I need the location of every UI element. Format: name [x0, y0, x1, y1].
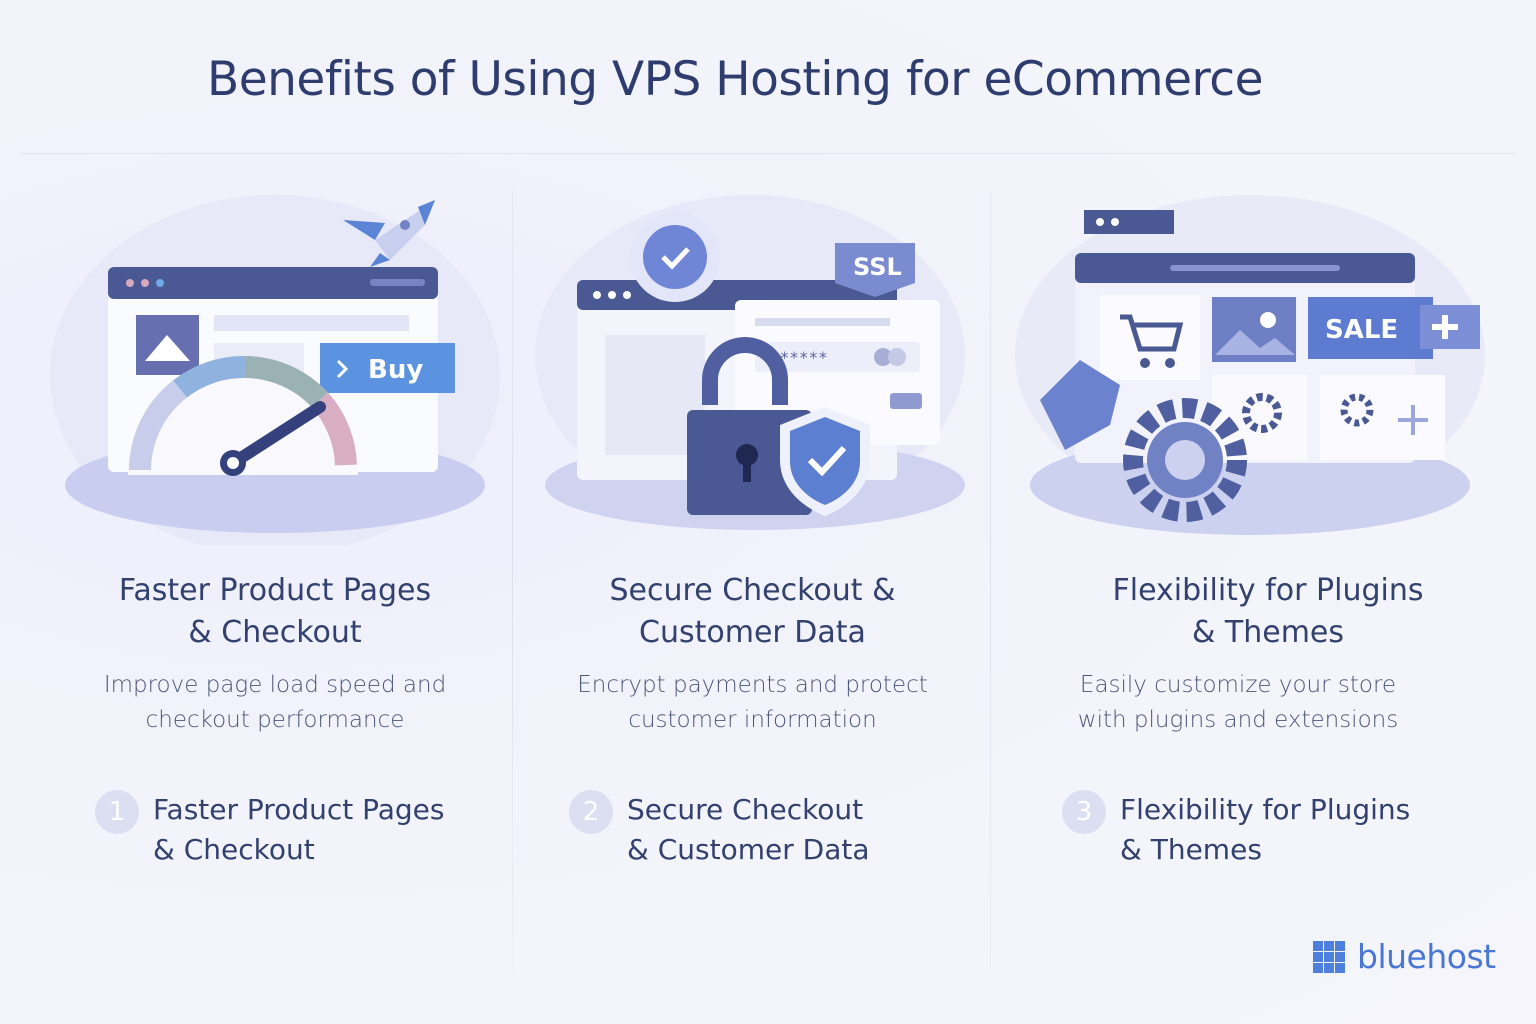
benefit-description-line2: with plugins and extensions	[1077, 707, 1399, 733]
benefit-description: Encrypt payments and protect	[577, 672, 928, 698]
benefit-card-plugins: SALE Flexibility for Plugins & Themes Eas…	[1000, 0, 1536, 1024]
bluehost-logo: bluehost	[1313, 937, 1496, 976]
step-item: 2 Secure Checkout & Customer Data	[569, 790, 870, 870]
brand-name: bluehost	[1357, 937, 1496, 976]
step-number: 3	[1062, 790, 1106, 834]
ssl-label: SSL	[853, 253, 902, 281]
benefit-heading: Secure Checkout &	[609, 573, 896, 608]
benefit-heading: Faster Product Pages	[118, 573, 432, 608]
step-title-line2: & Customer Data	[627, 833, 870, 866]
benefit-description: Easily customize your store	[1079, 672, 1397, 698]
grid-logo-icon	[1313, 940, 1345, 973]
benefit-description-line2: customer information	[628, 707, 877, 733]
benefit-heading-line2: & Checkout	[188, 615, 362, 650]
puzzle-icon	[1040, 360, 1120, 450]
buy-label: Buy	[368, 355, 423, 385]
page-title: Benefits of Using VPS Hosting for eComme…	[206, 52, 1264, 107]
step-title-line2: & Checkout	[153, 833, 315, 866]
cart-icon	[1100, 295, 1200, 380]
column-divider	[512, 190, 513, 970]
benefit-card-speed: Buy Faster Product Pages & Checkout Impro…	[40, 0, 510, 1024]
step-title: Faster Product Pages	[153, 793, 445, 826]
password-field: ******	[770, 348, 828, 367]
gear-icon	[1242, 393, 1282, 433]
rocket-icon	[343, 200, 435, 267]
sale-label: SALE	[1325, 315, 1398, 345]
lock-icon	[702, 337, 788, 405]
benefit-heading: Flexibility for Plugins	[1112, 573, 1424, 608]
column-divider	[990, 190, 991, 970]
sale-badge	[1308, 297, 1433, 359]
step-number: 2	[569, 790, 613, 834]
ssl-badge	[835, 243, 915, 297]
step-title: Secure Checkout	[627, 793, 864, 826]
divider	[20, 153, 1516, 154]
large-gear-icon	[1123, 398, 1247, 522]
benefit-description-line2: checkout performance	[145, 707, 405, 733]
step-title: Flexibility for Plugins	[1120, 793, 1411, 826]
step-number: 1	[95, 790, 139, 834]
gear-icon	[1340, 393, 1374, 427]
benefit-card-security: ****** SSL Secure Checkout & Customer Dat…	[515, 0, 990, 1024]
plus-icon	[1398, 405, 1428, 435]
check-badge-icon	[643, 225, 707, 289]
plugins-illustration: SALE	[1015, 195, 1485, 535]
benefit-heading-line2: & Themes	[1191, 615, 1345, 650]
step-title-line2: & Themes	[1120, 833, 1262, 866]
benefit-description: Improve page load speed and	[103, 672, 447, 698]
step-item: 1 Faster Product Pages & Checkout	[95, 790, 444, 870]
benefit-heading-line2: Customer Data	[639, 615, 866, 650]
step-item: 3 Flexibility for Plugins & Themes	[1062, 790, 1410, 870]
security-illustration: ****** SSL	[535, 195, 965, 530]
buy-button-illus	[320, 343, 455, 393]
speed-illustration: Buy	[50, 195, 500, 545]
